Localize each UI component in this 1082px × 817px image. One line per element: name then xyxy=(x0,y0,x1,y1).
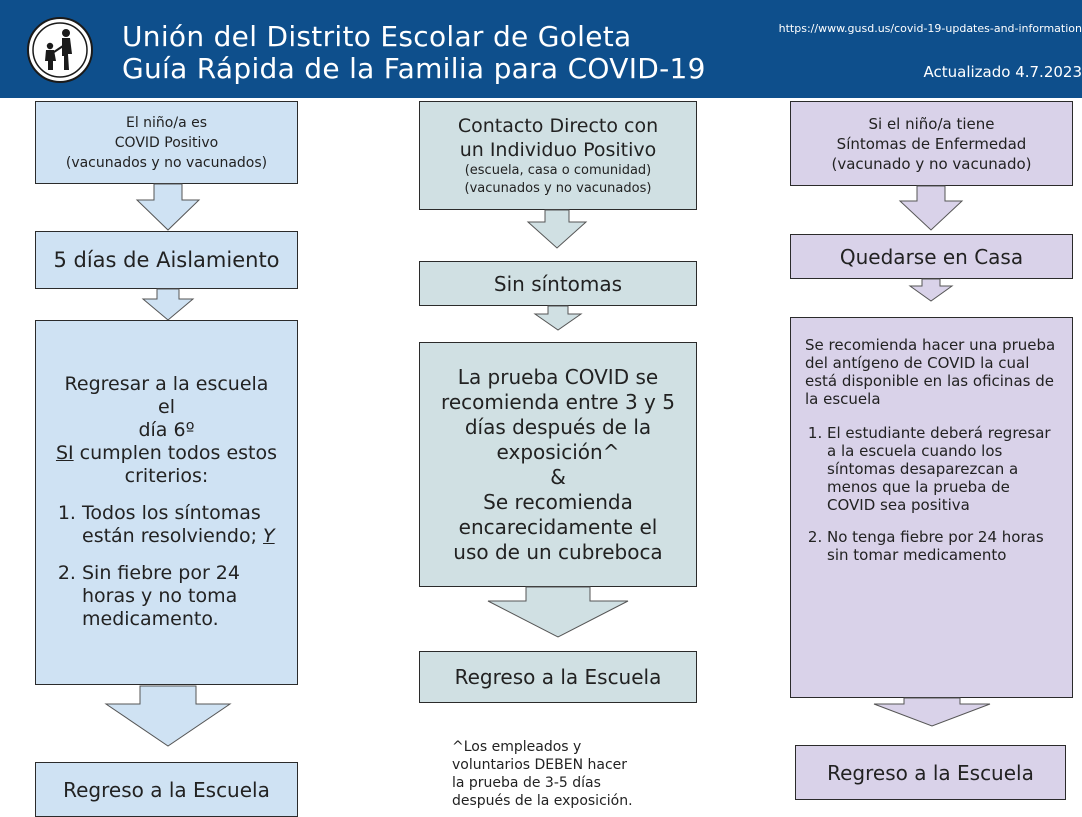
header-url: https://www.gusd.us/covid-19-updates-and… xyxy=(778,22,1082,35)
col2-testing-box: La prueba COVID se recomienda entre 3 y … xyxy=(419,342,697,587)
col3-return-school-label: Regreso a la Escuela xyxy=(827,760,1034,785)
col3-testing-box: Se recomienda hacer una prueba del antíg… xyxy=(790,317,1073,698)
district-logo-icon xyxy=(26,16,94,84)
header-banner: Unión del Distrito Escolar de Goleta Guí… xyxy=(0,0,1082,98)
col2-testing-line6: Se recomienda xyxy=(483,489,633,514)
col2-box1-line2: un Individuo Positivo xyxy=(459,138,657,161)
col1-criteria-item-2: Sin fiebre por 24 horas y no toma medica… xyxy=(82,562,279,631)
page-title-line-1: Unión del Distrito Escolar de Goleta xyxy=(122,20,632,53)
col2-no-symptoms-box: Sin síntomas xyxy=(419,261,697,306)
col1-criteria-item-1: Todos los síntomas están resolviendo; Y xyxy=(82,502,279,548)
col2-return-school-label: Regreso a la Escuela xyxy=(454,665,662,689)
col2-testing-line3: días después de la xyxy=(464,414,652,439)
col2-footnote-line4: después de la exposición. xyxy=(452,793,633,809)
col1-return-criteria-box: Regresar a la escuela el día 6º SI cumpl… xyxy=(35,320,298,685)
col1-box1-line3: (vacunados y no vacunados) xyxy=(65,154,268,171)
col1-return-school-label: Regreso a la Escuela xyxy=(63,777,270,802)
col3-box1-line3: (vacunado y no vacunado) xyxy=(831,154,1032,173)
col2-testing-line4: exposición^ xyxy=(496,439,620,464)
y-emphasis: Y xyxy=(263,525,275,547)
col2-footnote-line2: voluntarios DEBEN hacer xyxy=(452,757,628,773)
col2-arrow-1 xyxy=(526,209,588,249)
col2-testing-line8: uso de un cubreboca xyxy=(453,539,663,564)
col3-box1-line2: Síntomas de Enfermedad xyxy=(836,134,1027,153)
col3-arrow-3 xyxy=(873,697,991,727)
si-emphasis: SI xyxy=(55,442,74,464)
col1-item1-text: Todos los síntomas están resolviendo; xyxy=(82,502,264,547)
col3-testing-intro: Se recomienda hacer una prueba del antíg… xyxy=(805,336,1056,408)
col2-box1-line4: (vacunados y no vacunados) xyxy=(464,180,652,196)
col1-arrow-2 xyxy=(141,288,195,321)
col2-testing-line2: recomienda entre 3 y 5 xyxy=(441,389,675,414)
col1-criteria-line2: día 6º xyxy=(138,419,195,441)
col3-symptoms-box: Si el niño/a tiene Síntomas de Enfermeda… xyxy=(790,101,1073,186)
col2-no-symptoms-label: Sin síntomas xyxy=(493,271,623,296)
col2-direct-contact-box: Contacto Directo con un Individuo Positi… xyxy=(419,101,697,210)
col1-isolation-box: 5 días de Aislamiento xyxy=(35,231,298,289)
col3-criteria-list: El estudiante deberá regresar a la escue… xyxy=(805,424,1058,564)
col3-criteria-item-1: El estudiante deberá regresar a la escue… xyxy=(827,424,1058,514)
page-title-line-2: Guía Rápida de la Familia para COVID-19 xyxy=(122,52,706,85)
col2-footnote-line1: ^Los empleados y xyxy=(452,739,582,755)
col1-arrow-1 xyxy=(135,183,201,231)
col1-covid-positive-box: El niño/a es COVID Positivo (vacunados y… xyxy=(35,101,298,184)
col3-arrow-1 xyxy=(898,185,964,231)
col1-criteria-list: Todos los síntomas están resolviendo; Y … xyxy=(54,502,279,631)
col2-arrow-2 xyxy=(533,305,583,331)
col3-stay-home-label: Quedarse en Casa xyxy=(839,244,1024,269)
col3-criteria-item-2: No tenga fiebre por 24 horas sin tomar m… xyxy=(827,528,1058,564)
col1-criteria-line1: Regresar a la escuela el xyxy=(64,373,269,418)
col2-return-school-box: Regreso a la Escuela xyxy=(419,651,697,703)
col3-box1-line1: Si el niño/a tiene xyxy=(868,114,995,133)
col3-arrow-2 xyxy=(908,278,954,302)
updated-date: Actualizado 4.7.2023 xyxy=(923,63,1082,81)
col1-return-school-box: Regreso a la Escuela xyxy=(35,762,298,817)
col1-arrow-3 xyxy=(104,685,232,747)
col2-footnote-line3: la prueba de 3-5 días xyxy=(452,775,601,791)
col2-box1-line3: (escuela, casa o comunidad) xyxy=(464,162,652,178)
col2-testing-line1: La prueba COVID se xyxy=(457,364,659,389)
col3-stay-home-box: Quedarse en Casa xyxy=(790,234,1073,279)
col2-footnote: ^Los empleados y voluntarios DEBEN hacer… xyxy=(452,738,633,810)
col2-box1-line1: Contacto Directo con xyxy=(457,114,659,137)
col1-criteria-line3-rest: cumplen todos estos xyxy=(73,442,278,464)
col1-criteria-line4: criterios: xyxy=(124,465,209,487)
col1-box1-line1: El niño/a es xyxy=(125,114,208,131)
col2-arrow-3 xyxy=(487,586,629,638)
col2-testing-line7: encarecidamente el xyxy=(458,514,658,539)
col1-criteria-line3: SI cumplen todos estos xyxy=(54,442,279,465)
col3-return-school-box: Regreso a la Escuela xyxy=(795,745,1066,800)
col1-box1-line2: COVID Positivo xyxy=(114,134,219,151)
col2-testing-line5: & xyxy=(550,464,566,489)
col1-isolation-label: 5 días de Aislamiento xyxy=(53,248,280,272)
